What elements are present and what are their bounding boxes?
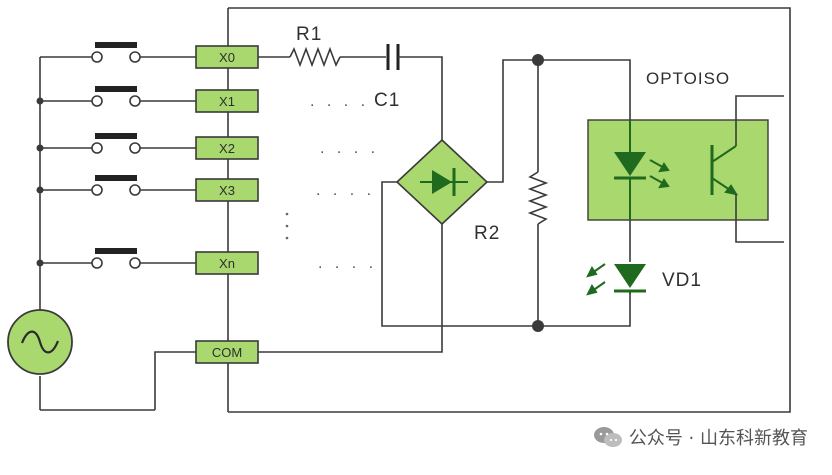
label-c1: C1	[374, 90, 400, 111]
optocoupler	[587, 119, 769, 221]
resistor-r1	[289, 46, 341, 68]
led-light-icon	[586, 263, 606, 296]
sine-wave-icon	[20, 330, 60, 354]
wire-opto-out-top	[735, 95, 784, 146]
light-emission-icon	[649, 159, 670, 189]
phototransistor-icon	[710, 145, 739, 196]
bridge-rectifier	[395, 138, 489, 226]
svg-text:X3: X3	[219, 183, 235, 198]
terminal-x0: X0	[195, 45, 259, 69]
opto-led-icon	[614, 152, 646, 176]
terminal-com: COM	[195, 340, 259, 364]
resistor-r2	[527, 171, 549, 225]
label-r2: R2	[474, 223, 500, 244]
row-ellipses: . . . . . . . . . . . . . . . .	[310, 93, 379, 272]
switch-x1	[40, 86, 196, 107]
vertical-ellipsis	[285, 212, 289, 240]
wire-bridge-right	[487, 59, 538, 183]
svg-text:X0: X0	[219, 50, 235, 65]
terminal-x2: X2	[195, 136, 259, 160]
switch-x3	[40, 175, 196, 196]
terminal-x1: X1	[195, 89, 259, 113]
com-wire	[154, 351, 196, 410]
switch-xn	[40, 248, 196, 269]
wire-bridge-left	[381, 181, 538, 327]
terminal-x3: X3	[195, 178, 259, 202]
svg-text:X2: X2	[219, 141, 235, 156]
switch-x0	[40, 42, 196, 63]
ellipsis-xn: . . . .	[318, 255, 377, 272]
svg-text:Xn: Xn	[219, 256, 235, 271]
label-r1: R1	[296, 24, 322, 45]
plc-box-border	[228, 7, 791, 413]
terminal-xn: Xn	[195, 251, 259, 275]
watermark-text: 公众号 · 山东科新教育	[628, 428, 808, 449]
svg-text:X1: X1	[219, 94, 235, 109]
label-optoiso: OPTOISO	[646, 69, 730, 88]
ellipsis-x2: . . . .	[320, 140, 379, 157]
wire-opto-out-bottom	[735, 194, 784, 243]
ellipsis-x1: . . . .	[310, 93, 369, 110]
wechat-icon	[593, 427, 622, 447]
watermark: 公众号 · 山东科新教育	[593, 424, 808, 450]
ac-source	[7, 309, 73, 375]
wire-c1-bridge	[398, 56, 443, 150]
switch-x2	[40, 133, 196, 154]
diode-icon	[432, 170, 452, 194]
ellipsis-x3: . . . .	[316, 182, 375, 199]
wire-to-opto	[538, 59, 631, 120]
capacitor-c1	[386, 44, 400, 70]
label-vd1: VD1	[662, 270, 702, 291]
wire-com-bridge	[258, 222, 443, 353]
wire-from-vd1	[538, 294, 631, 327]
led-vd1	[586, 263, 646, 296]
svg-text:COM: COM	[212, 345, 242, 360]
